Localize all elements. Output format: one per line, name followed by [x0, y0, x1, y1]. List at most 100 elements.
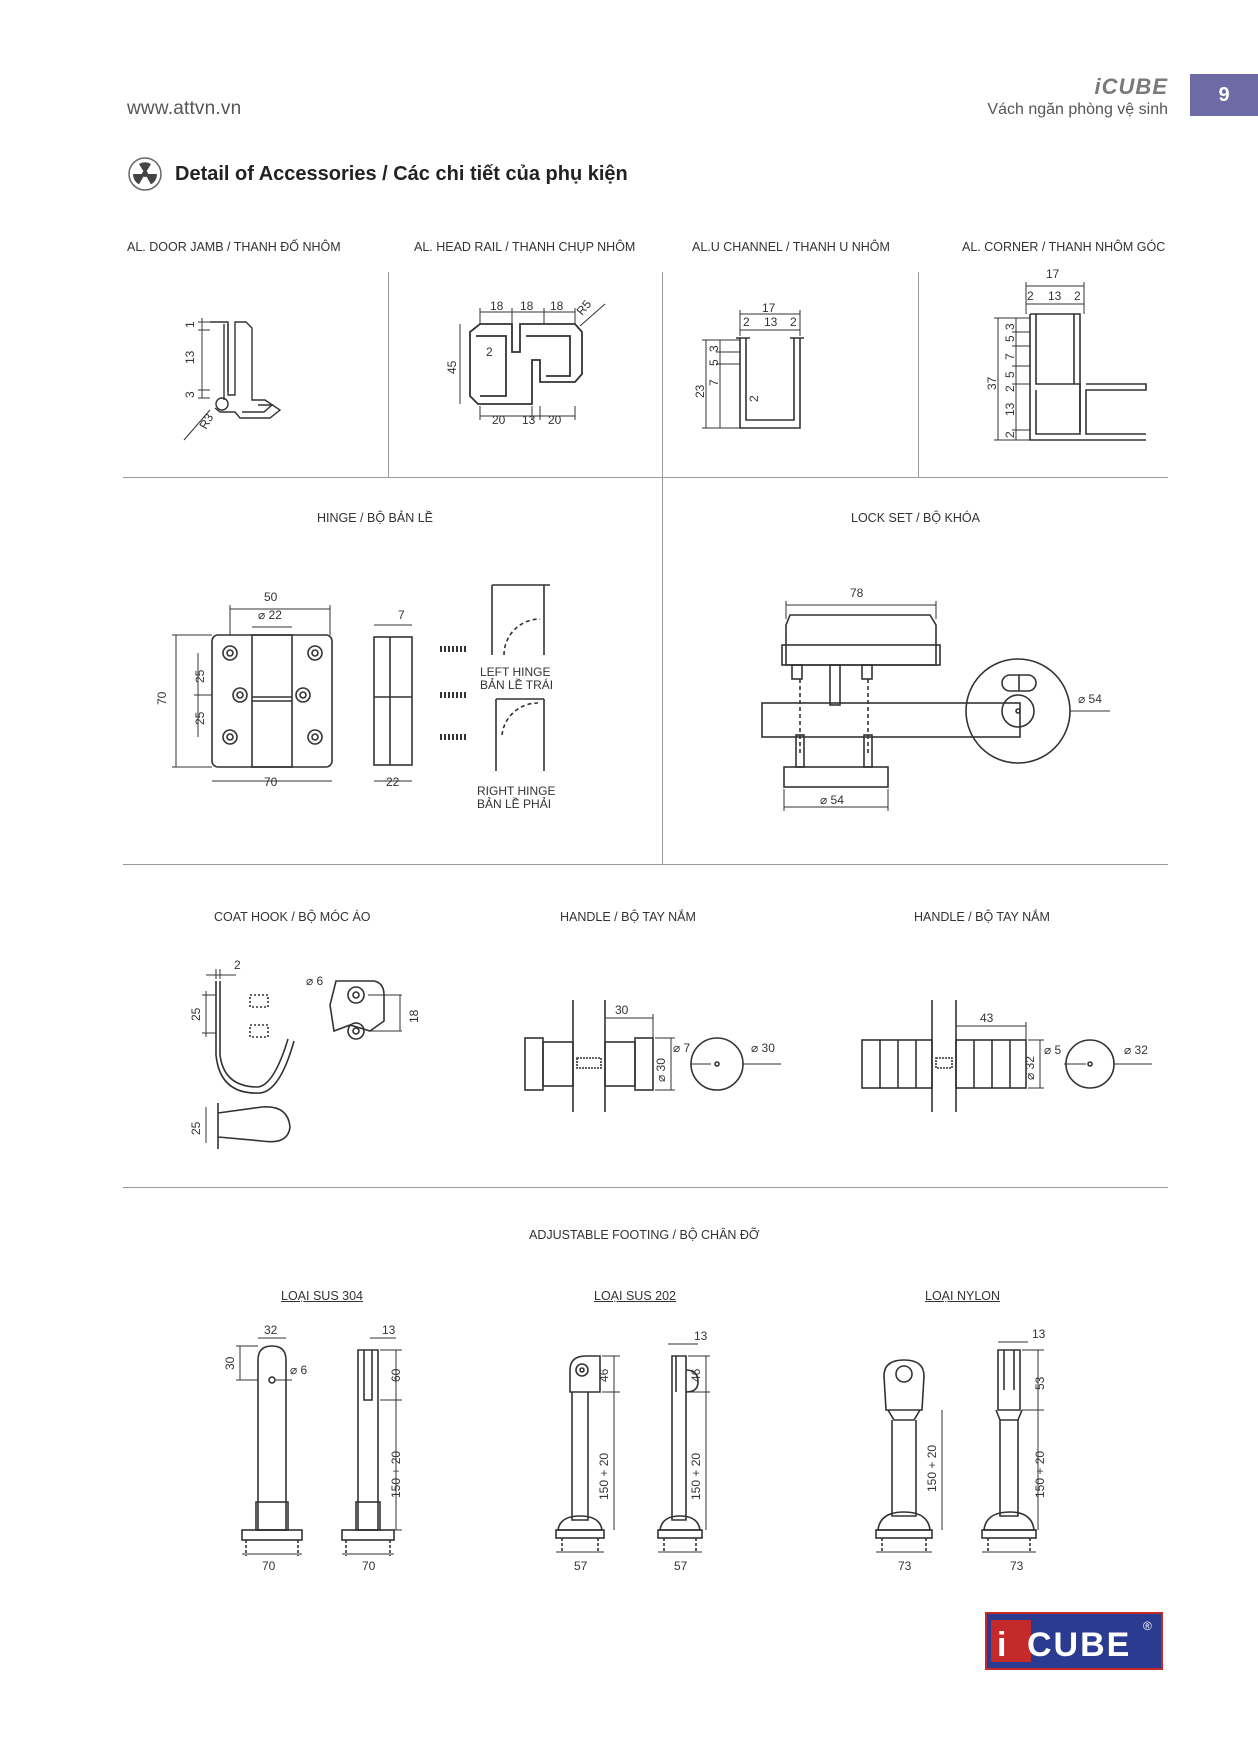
dim-label: 150 + 20: [389, 1451, 403, 1498]
handle-1-drawing: 30 ⌀ 30 ⌀ 7 ⌀ 30: [524, 1000, 781, 1112]
dim-label: ⌀ 6: [306, 974, 324, 988]
head-rail-title: AL. HEAD RAIL / THANH CHỤP NHÔM: [414, 240, 636, 254]
footing-sus304-drawing: 32 30 ⌀ 6 70 13 60 150 + 20 70: [223, 1323, 403, 1573]
divider: [388, 272, 389, 477]
dim-label: 13: [764, 315, 778, 329]
divider: [662, 477, 663, 865]
brand-block: iCUBE Vách ngăn phòng vệ sinh: [987, 74, 1168, 119]
coat-hook-title: COAT HOOK / BỘ MÓC ÁO: [214, 910, 371, 924]
left-hinge-label-vn: BẢN LỀ TRÁI: [480, 677, 553, 692]
website-url[interactable]: www.attvn.vn: [127, 98, 242, 119]
dim-label: 70: [264, 775, 278, 789]
corner-title: AL. CORNER / THANH NHÔM GÓC: [962, 240, 1166, 254]
dim-label: 13: [1048, 289, 1062, 303]
dim-label: 46: [689, 1368, 703, 1382]
dim-label: 23: [693, 384, 707, 398]
dim-label: 32: [264, 1323, 278, 1337]
dim-label: 7: [398, 608, 405, 622]
dim-label: 3: [1003, 323, 1017, 330]
dim-label: 45: [445, 360, 459, 374]
footing-sus202-drawing: 46 150 + 20 57 13 46 150 + 20 57: [555, 1330, 710, 1573]
dim-label: 18: [407, 1009, 421, 1023]
section-title: Detail of Accessories / Các chi tiết của…: [175, 162, 628, 185]
divider: [123, 864, 1168, 865]
dim-label: 70: [362, 1559, 376, 1573]
dim-label: 13: [694, 1330, 708, 1343]
coat-hook-drawing: 2 25 ⌀ 6 18 25: [189, 958, 421, 1149]
dim-label: ⌀ 22: [258, 608, 282, 622]
dim-label: 2: [1074, 289, 1081, 303]
dim-label: 22: [386, 775, 400, 789]
dim-label: 43: [980, 1011, 994, 1025]
dim-label: 3: [707, 345, 721, 352]
dim-label: 50: [264, 590, 278, 604]
dim-label: 73: [898, 1559, 912, 1573]
footing-nylon-drawing: 150 + 20 73 13 53 150 + 20 73: [875, 1327, 1047, 1573]
dim-label: 57: [574, 1559, 588, 1573]
dim-label: 70: [262, 1559, 276, 1573]
footing-title: ADJUSTABLE FOOTING / BỘ CHÂN ĐỠ: [529, 1228, 760, 1242]
brand-name: iCUBE: [1094, 74, 1168, 99]
logo-mark: i CUBE ®: [991, 1619, 1152, 1664]
registered-mark: ®: [1143, 1619, 1152, 1633]
lockset-title: LOCK SET / BỘ KHÓA: [851, 511, 980, 525]
logo-text: CUBE: [1027, 1626, 1131, 1664]
dim-label: ⌀ 30: [751, 1041, 775, 1055]
divider: [918, 272, 919, 477]
handle-1-title: HANDLE / BỘ TAY NẮM: [560, 910, 696, 924]
dim-label: 57: [674, 1559, 688, 1573]
divider: [662, 272, 663, 477]
divider: [123, 1187, 1168, 1188]
footing-type-nylon: LOẠI NYLON: [925, 1289, 1001, 1303]
dim-label: 13: [382, 1323, 396, 1337]
dim-label: 7: [1003, 353, 1017, 360]
dim-label: 13: [1032, 1327, 1046, 1341]
dim-label: 18: [550, 299, 564, 313]
dim-label: 73: [1010, 1559, 1024, 1573]
dim-label: 2: [1003, 385, 1017, 392]
dim-label: 25: [189, 1007, 203, 1021]
dim-label: 13: [522, 413, 536, 427]
dim-label: 2: [1027, 289, 1034, 303]
dim-label: ⌀ 7: [673, 1041, 691, 1055]
dim-label: 17: [1046, 267, 1060, 281]
dim-label: 2: [486, 345, 493, 359]
footing-type-sus304: LOẠI SUS 304: [281, 1289, 363, 1303]
dim-label: R3: [196, 411, 216, 432]
dim-label: 30: [615, 1003, 629, 1017]
corner-drawing: 17 2 13 2 3 5 7 5 2 37 13 2: [985, 267, 1147, 441]
dim-label: 7: [707, 379, 721, 386]
hinge-drawing: 50 ⌀ 22 70 25 25 70 7 22 LEFT HINGE BẢN …: [155, 584, 555, 811]
dim-label: 18: [490, 299, 504, 313]
divider: [123, 477, 1168, 478]
dim-label: 2: [747, 395, 761, 402]
dim-label: 20: [548, 413, 562, 427]
dim-label: 60: [389, 1368, 403, 1382]
dim-label: ⌀ 32: [1124, 1043, 1148, 1057]
dim-label: 37: [985, 376, 999, 390]
dim-label: 25: [193, 711, 207, 725]
dim-label: 5: [707, 359, 721, 366]
section-heading: Detail of Accessories / Các chi tiết của…: [127, 154, 628, 194]
dim-label: 25: [189, 1121, 203, 1135]
dim-label: 2: [743, 315, 750, 329]
brand-subtitle: Vách ngăn phòng vệ sinh: [987, 101, 1168, 118]
head-rail-drawing: 18 18 18 R5 2 45 20 13 20: [445, 297, 606, 427]
dim-label: 70: [155, 691, 169, 705]
dim-label: ⌀ 54: [820, 793, 844, 807]
dim-label: 46: [597, 1368, 611, 1382]
door-jamb-drawing: 1 13 3 R3: [183, 318, 282, 441]
dim-label: 2: [790, 315, 797, 329]
dim-label: 3: [183, 391, 197, 398]
dim-label: 150 + 20: [597, 1453, 611, 1500]
icube-logo: i CUBE ®: [985, 1612, 1163, 1670]
dim-label: 78: [850, 586, 864, 600]
lockset-drawing: 78 ⌀ 54 ⌀ 54: [761, 586, 1110, 811]
dim-label: 20: [492, 413, 506, 427]
dim-label: ⌀ 6: [290, 1363, 308, 1377]
u-channel-title: AL.U CHANNEL / THANH U NHÔM: [692, 240, 890, 254]
dim-label: 1: [183, 321, 197, 328]
right-hinge-label-vn: BẢN LỀ PHẢI: [477, 796, 551, 811]
dim-label: ⌀ 5: [1044, 1043, 1062, 1057]
dim-label: 18: [520, 299, 534, 313]
